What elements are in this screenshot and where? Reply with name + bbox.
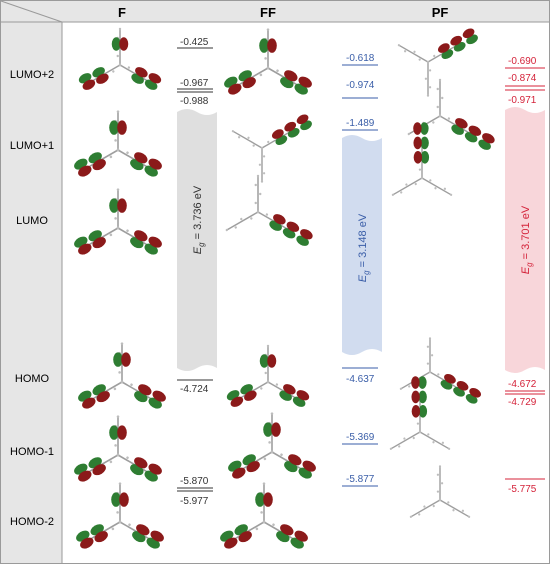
energy-level-label: -0.971 — [508, 95, 537, 106]
svg-text:Eg = 3.148 eV: Eg = 3.148 eV — [357, 213, 371, 282]
energy-level-label: -0.967 — [180, 78, 209, 89]
column-header-pf: PF — [432, 5, 449, 20]
gap-label-f: Eg = 3.736 eV — [192, 185, 206, 254]
row-label-lumo1: LUMO+1 — [10, 140, 54, 152]
svg-text:Eg = 3.701 eV: Eg = 3.701 eV — [520, 205, 534, 274]
row-label-sidebar — [1, 22, 62, 563]
svg-text:Eg = 3.736 eV: Eg = 3.736 eV — [192, 185, 206, 254]
energy-level-label: -0.988 — [180, 96, 209, 107]
energy-level-label: -5.775 — [508, 484, 537, 495]
energy-level-label: -0.974 — [346, 80, 375, 91]
energy-level-label: -5.870 — [180, 476, 209, 487]
energy-levels-ff: -0.618 -0.974 -1.489 -4.637 -5.369 -5.87… — [342, 53, 378, 487]
energy-level-label: -4.672 — [508, 379, 537, 390]
corner-diagonal — [0, 0, 63, 23]
column-header-strip — [1, 1, 549, 22]
energy-level-label: -5.369 — [346, 432, 375, 443]
energy-level-label: -5.877 — [346, 474, 375, 485]
column-header-f: F — [118, 5, 126, 20]
row-label-homo: HOMO — [15, 373, 50, 385]
energy-level-label: -0.690 — [508, 56, 537, 67]
energy-level-label: -0.425 — [180, 37, 209, 48]
energy-level-label: -1.489 — [346, 118, 375, 129]
gap-label-pf: Eg = 3.701 eV — [520, 205, 534, 274]
energy-level-label: -4.637 — [346, 374, 375, 385]
gap-band-ff — [342, 135, 382, 355]
column-header-ff: FF — [260, 5, 276, 20]
row-label-lumo2: LUMO+2 — [10, 69, 54, 81]
row-label-homo1: HOMO-1 — [10, 446, 54, 458]
gap-band-pf — [505, 107, 545, 373]
energy-level-label: -0.874 — [508, 73, 537, 84]
energy-levels-f: -0.425 -0.967 -0.988 -4.724 -5.870 -5.97… — [177, 37, 213, 507]
row-label-lumo: LUMO — [16, 215, 48, 227]
gap-label-ff: Eg = 3.148 eV — [357, 213, 371, 282]
energy-level-label: -0.618 — [346, 53, 375, 64]
energy-levels-pf: -0.690 -0.874 -0.971 -4.672 -4.729 -5.77… — [505, 56, 545, 495]
row-label-homo2: HOMO-2 — [10, 516, 54, 528]
energy-level-label: -4.724 — [180, 384, 209, 395]
energy-level-label: -5.977 — [180, 496, 209, 507]
energy-level-label: -4.729 — [508, 397, 537, 408]
gap-band-f — [177, 109, 217, 371]
